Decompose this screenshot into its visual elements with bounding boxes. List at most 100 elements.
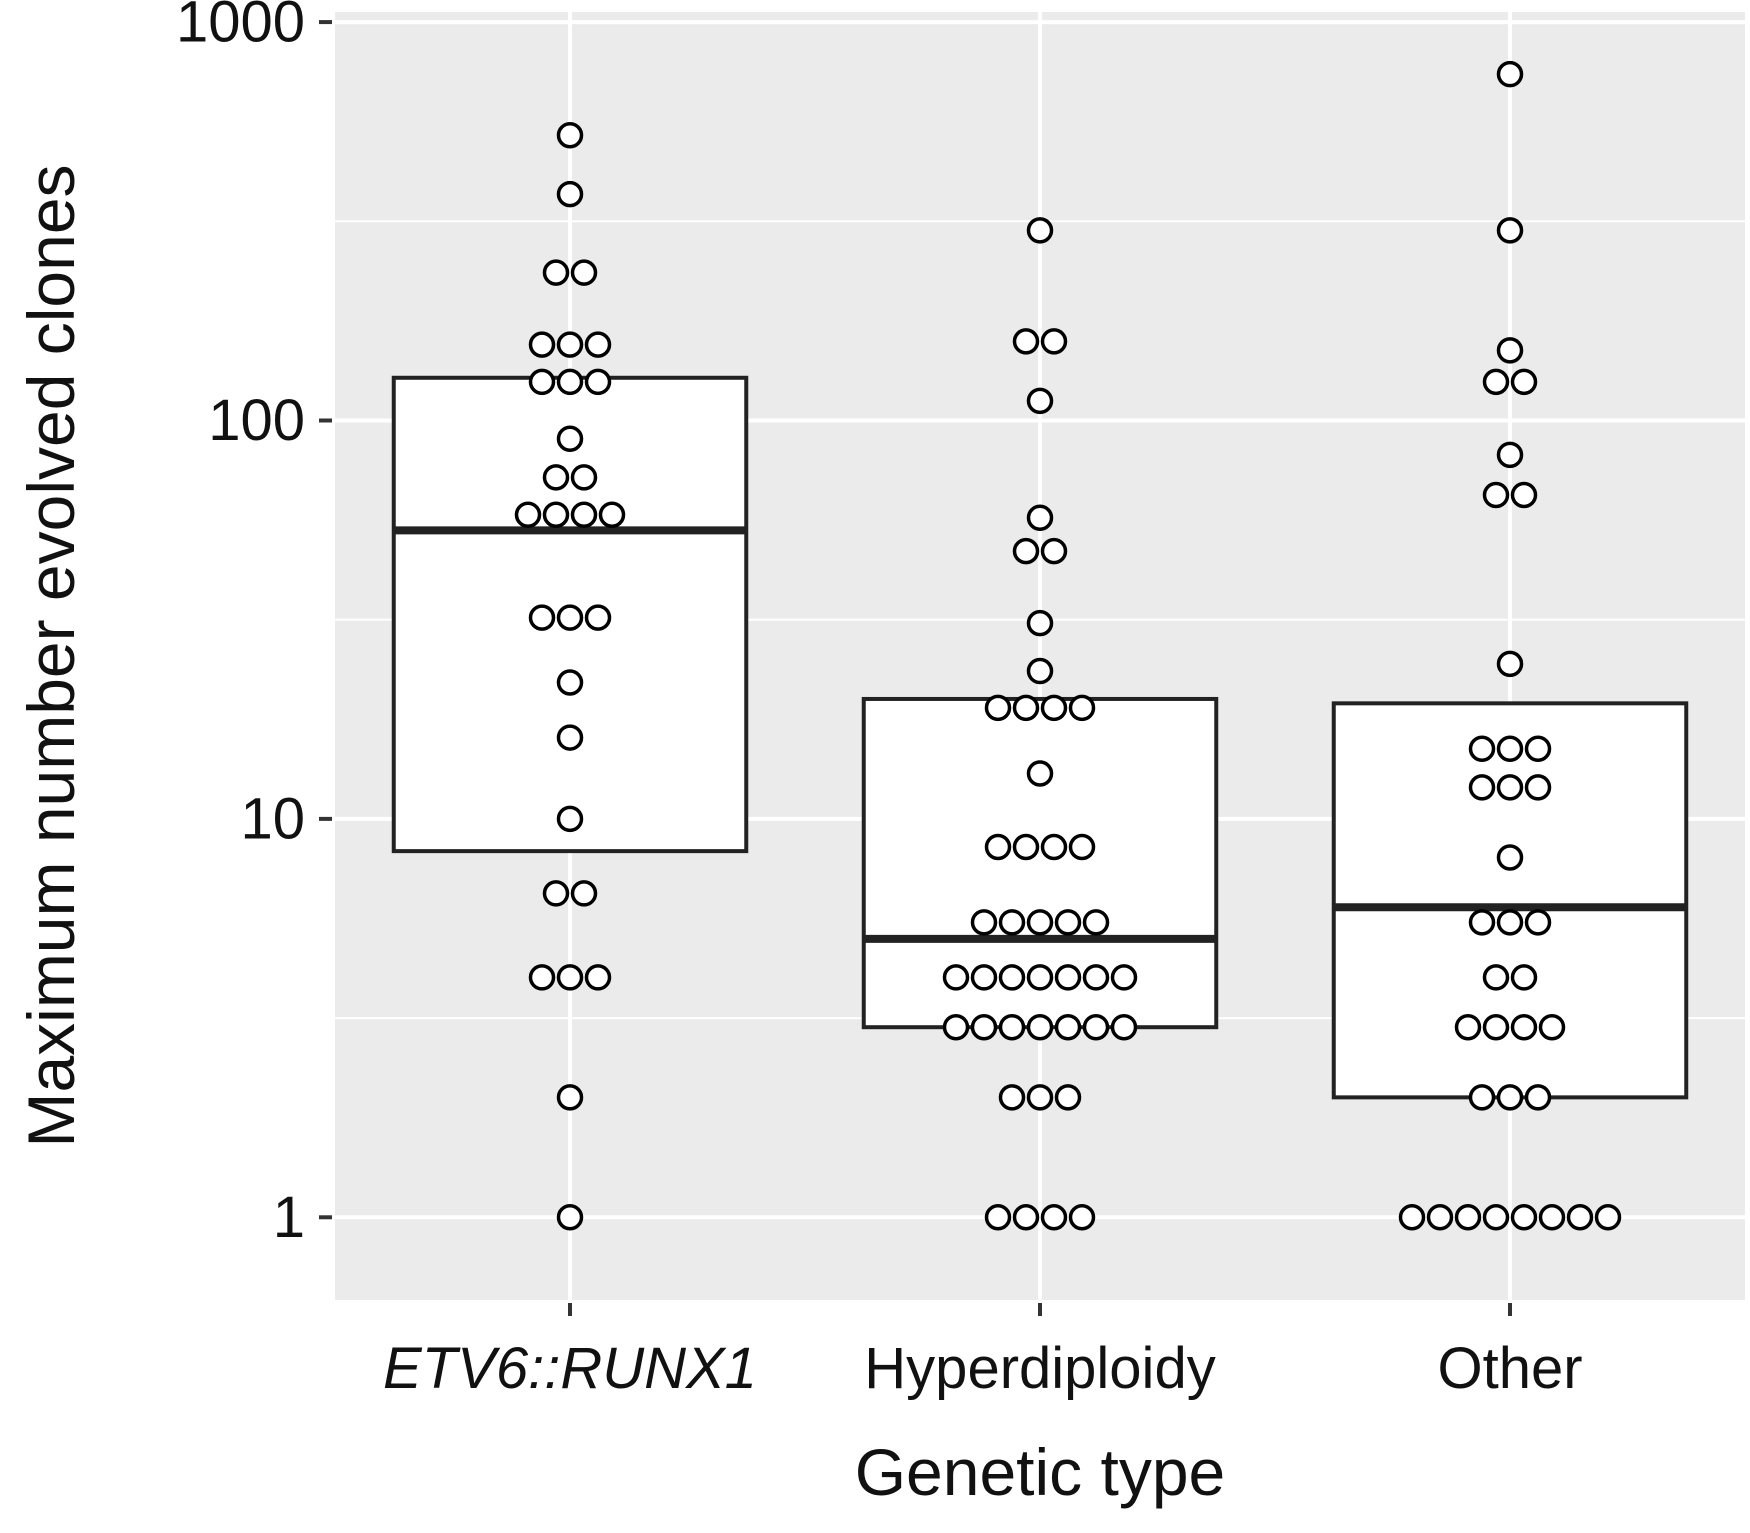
data-point bbox=[1468, 1084, 1496, 1111]
data-point bbox=[984, 694, 1012, 722]
data-point bbox=[998, 1013, 1026, 1041]
data-point bbox=[1040, 833, 1068, 861]
data-point bbox=[584, 604, 612, 631]
data-point bbox=[1482, 368, 1510, 396]
data-point bbox=[1054, 964, 1082, 991]
data-point bbox=[998, 1084, 1026, 1111]
y-tick-label: 100 bbox=[208, 388, 305, 453]
data-point bbox=[1510, 481, 1538, 509]
data-point bbox=[1468, 774, 1496, 801]
data-point bbox=[1594, 1204, 1622, 1231]
data-point bbox=[942, 964, 970, 991]
data-point bbox=[570, 501, 598, 528]
data-point bbox=[514, 501, 542, 528]
data-point bbox=[1068, 694, 1096, 722]
data-point bbox=[1496, 844, 1524, 871]
data-point bbox=[1566, 1204, 1594, 1231]
data-point bbox=[1026, 217, 1054, 244]
data-point bbox=[1068, 1204, 1096, 1231]
data-point bbox=[1040, 1204, 1068, 1231]
data-point bbox=[1054, 1084, 1082, 1111]
data-point bbox=[1538, 1204, 1566, 1231]
data-point bbox=[1082, 964, 1110, 991]
data-point bbox=[1026, 1013, 1054, 1041]
data-point bbox=[556, 331, 584, 358]
data-point bbox=[942, 1013, 970, 1041]
data-point bbox=[1496, 441, 1524, 469]
data-point bbox=[1026, 504, 1054, 531]
data-point bbox=[584, 331, 612, 358]
data-point bbox=[1012, 537, 1040, 565]
data-point bbox=[1040, 694, 1068, 722]
data-point bbox=[1040, 328, 1068, 355]
data-point bbox=[570, 259, 598, 286]
data-point bbox=[528, 331, 556, 358]
data-point bbox=[970, 909, 998, 936]
data-point bbox=[1496, 650, 1524, 678]
data-point bbox=[1012, 328, 1040, 355]
data-point bbox=[1496, 217, 1524, 244]
data-point bbox=[984, 1204, 1012, 1231]
data-point bbox=[1398, 1204, 1426, 1231]
data-point bbox=[1110, 1013, 1138, 1041]
data-point bbox=[1510, 1204, 1538, 1231]
data-point bbox=[1482, 964, 1510, 991]
x-tick-label: Other bbox=[1437, 1336, 1582, 1401]
data-point bbox=[1054, 1013, 1082, 1041]
data-point bbox=[1468, 735, 1496, 762]
data-point bbox=[1026, 964, 1054, 991]
data-point bbox=[1510, 1013, 1538, 1041]
data-point bbox=[528, 368, 556, 396]
points-layer bbox=[514, 60, 1622, 1231]
data-point bbox=[1496, 1084, 1524, 1111]
data-point bbox=[542, 880, 570, 907]
data-point bbox=[1082, 909, 1110, 936]
data-point bbox=[556, 1084, 584, 1111]
data-point bbox=[542, 464, 570, 491]
data-point bbox=[998, 909, 1026, 936]
data-point bbox=[1524, 909, 1552, 936]
data-point bbox=[1496, 60, 1524, 88]
data-point bbox=[1510, 368, 1538, 396]
data-point bbox=[1040, 537, 1068, 565]
y-tick-label: 10 bbox=[240, 786, 305, 851]
data-point bbox=[1482, 481, 1510, 509]
data-point bbox=[1012, 833, 1040, 861]
x-tick-label: ETV6::RUNX1 bbox=[383, 1336, 757, 1401]
data-point bbox=[570, 880, 598, 907]
data-point bbox=[1468, 909, 1496, 936]
data-point bbox=[542, 259, 570, 286]
x-tick-label: Hyperdiploidy bbox=[864, 1336, 1215, 1401]
data-point bbox=[598, 501, 626, 528]
data-point bbox=[584, 964, 612, 991]
data-point bbox=[1082, 1013, 1110, 1041]
y-tick-label: 1 bbox=[273, 1185, 305, 1250]
data-point bbox=[528, 604, 556, 631]
data-point bbox=[556, 964, 584, 991]
data-point bbox=[556, 805, 584, 833]
data-point bbox=[1026, 657, 1054, 685]
data-point bbox=[1026, 1084, 1054, 1111]
data-point bbox=[1054, 909, 1082, 936]
data-point bbox=[984, 833, 1012, 861]
data-point bbox=[556, 669, 584, 696]
data-point bbox=[1496, 337, 1524, 364]
data-point bbox=[1482, 1013, 1510, 1041]
data-point bbox=[1496, 909, 1524, 936]
data-point bbox=[1012, 694, 1040, 722]
data-point bbox=[556, 1204, 584, 1231]
data-point bbox=[1026, 387, 1054, 415]
data-point bbox=[1012, 1204, 1040, 1231]
data-point bbox=[1496, 735, 1524, 762]
data-point bbox=[556, 724, 584, 751]
data-point bbox=[1426, 1204, 1454, 1231]
x-axis-title: Genetic type bbox=[855, 1435, 1226, 1509]
data-point bbox=[1026, 909, 1054, 936]
x-axis: ETV6::RUNX1 Hyperdiploidy Other bbox=[383, 1303, 1583, 1401]
box bbox=[1331, 701, 1689, 1100]
data-point bbox=[970, 1013, 998, 1041]
y-axis-title: Maximum number evolved clones bbox=[14, 164, 88, 1147]
data-point bbox=[1110, 964, 1138, 991]
